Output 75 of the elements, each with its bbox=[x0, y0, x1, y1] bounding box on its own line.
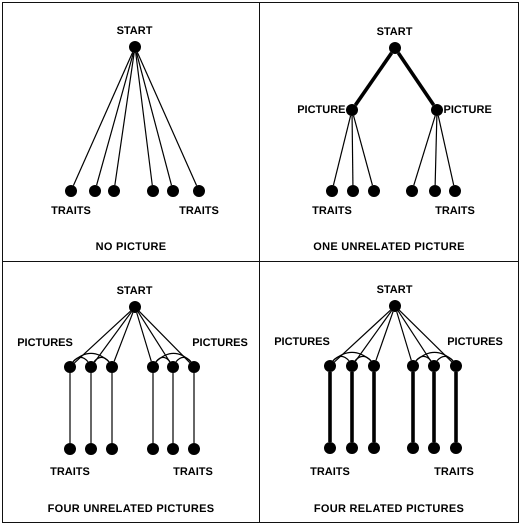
connector-line bbox=[111, 373, 113, 443]
group-label: PICTURES bbox=[17, 337, 73, 349]
connector-line bbox=[334, 310, 391, 362]
connector-line bbox=[396, 52, 436, 106]
connector-line bbox=[172, 373, 174, 443]
panel-frame bbox=[2, 2, 260, 262]
group-label: PICTURES bbox=[274, 336, 330, 348]
arc-connector bbox=[354, 356, 372, 362]
arc-connector bbox=[94, 356, 110, 362]
connector-line bbox=[350, 372, 354, 442]
node-label: START bbox=[116, 284, 152, 296]
arc-connector bbox=[156, 356, 170, 362]
panel-caption: FOUR UNRELATED PICTURES bbox=[46, 503, 216, 515]
connector-line bbox=[90, 373, 92, 443]
arc-connector bbox=[436, 356, 454, 362]
connector-line bbox=[454, 372, 458, 442]
group-label: TRAITS bbox=[312, 205, 352, 217]
panel-caption: FOUR RELATED PICTURES bbox=[312, 503, 466, 515]
panel-caption: NO PICTURE bbox=[94, 241, 168, 253]
connector-line bbox=[438, 116, 454, 186]
arc-connector bbox=[176, 356, 192, 362]
group-label: TRAITS bbox=[51, 205, 91, 217]
group-label: TRAITS bbox=[310, 466, 350, 478]
connector-line bbox=[136, 52, 198, 186]
group-label: TRAITS bbox=[435, 205, 475, 217]
connector-line bbox=[114, 52, 135, 186]
connector-line bbox=[114, 312, 134, 362]
connector-line bbox=[351, 116, 354, 185]
node-label: PICTURE bbox=[297, 104, 346, 116]
group-label: TRAITS bbox=[179, 205, 219, 217]
arc-connector bbox=[332, 356, 350, 362]
arc-connector bbox=[416, 356, 432, 362]
arc-connector bbox=[72, 352, 110, 362]
group-label: PICTURES bbox=[447, 336, 503, 348]
connector-line bbox=[74, 310, 131, 364]
connector-line bbox=[138, 310, 190, 364]
connector-line bbox=[432, 372, 436, 442]
connector-line bbox=[411, 372, 415, 442]
node-label: START bbox=[116, 24, 152, 36]
connector-line bbox=[193, 373, 195, 443]
arc-connector bbox=[72, 356, 88, 362]
connector-line bbox=[413, 116, 436, 186]
connector-line bbox=[328, 372, 332, 442]
connector-line bbox=[72, 52, 134, 186]
connector-line bbox=[69, 373, 71, 443]
connector-line bbox=[398, 310, 452, 362]
node-label: START bbox=[376, 284, 412, 296]
arc-connector bbox=[156, 352, 192, 362]
panel-frame bbox=[259, 261, 519, 523]
connector-line bbox=[332, 116, 352, 186]
connector-line bbox=[354, 52, 394, 106]
connector-line bbox=[375, 311, 394, 361]
connector-line bbox=[372, 372, 376, 442]
connector-line bbox=[355, 310, 392, 362]
group-label: TRAITS bbox=[50, 466, 90, 478]
panel-frame bbox=[259, 2, 519, 262]
group-label: TRAITS bbox=[173, 466, 213, 478]
panel-frame bbox=[2, 261, 260, 523]
arc-connector bbox=[332, 352, 372, 362]
connector-line bbox=[94, 311, 132, 363]
connector-line bbox=[136, 52, 172, 186]
connector-line bbox=[396, 312, 412, 360]
group-label: TRAITS bbox=[434, 466, 474, 478]
arc-connector bbox=[416, 352, 454, 362]
connector-line bbox=[136, 312, 152, 362]
connector-line bbox=[135, 52, 153, 186]
connector-line bbox=[138, 312, 170, 362]
panel-caption: ONE UNRELATED PICTURE bbox=[312, 241, 466, 253]
node-label: START bbox=[376, 26, 412, 38]
node-label: PICTURE bbox=[444, 104, 492, 116]
connector-line bbox=[152, 373, 154, 443]
group-label: PICTURES bbox=[192, 337, 248, 349]
connector-line bbox=[434, 116, 438, 186]
connector-line bbox=[353, 116, 373, 186]
connector-line bbox=[96, 52, 134, 186]
